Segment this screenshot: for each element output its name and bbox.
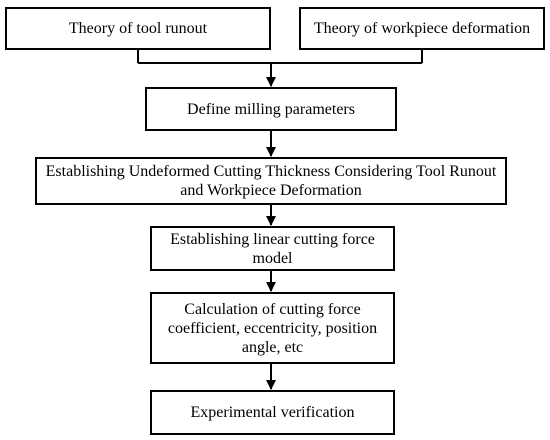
undeformed-thickness-label: Establishing Undeformed Cutting Thicknes… [45, 163, 497, 199]
verification-label: Experimental verification [190, 404, 355, 421]
force-model-label: Establishing linear cutting force model [170, 230, 375, 267]
define-parameters-label: Define milling parameters [187, 100, 355, 118]
calculation-label: Calculation of cutting force coefficient… [167, 300, 378, 356]
workpiece-deformation-box: Theory of workpiece deformation [299, 7, 545, 50]
undeformed-thickness-box: Establishing Undeformed Cutting Thicknes… [35, 157, 507, 205]
calculation-box: Calculation of cutting force coefficient… [150, 292, 395, 364]
workpiece-deformation-label: Theory of workpiece deformation [313, 20, 531, 37]
force-model-box: Establishing linear cutting force model [150, 226, 395, 271]
tool-runout-label: Theory of tool runout [68, 20, 208, 37]
define-parameters-box: Define milling parameters [145, 87, 397, 131]
tool-runout-box: Theory of tool runout [5, 7, 271, 50]
verification-box: Experimental verification [150, 390, 395, 435]
